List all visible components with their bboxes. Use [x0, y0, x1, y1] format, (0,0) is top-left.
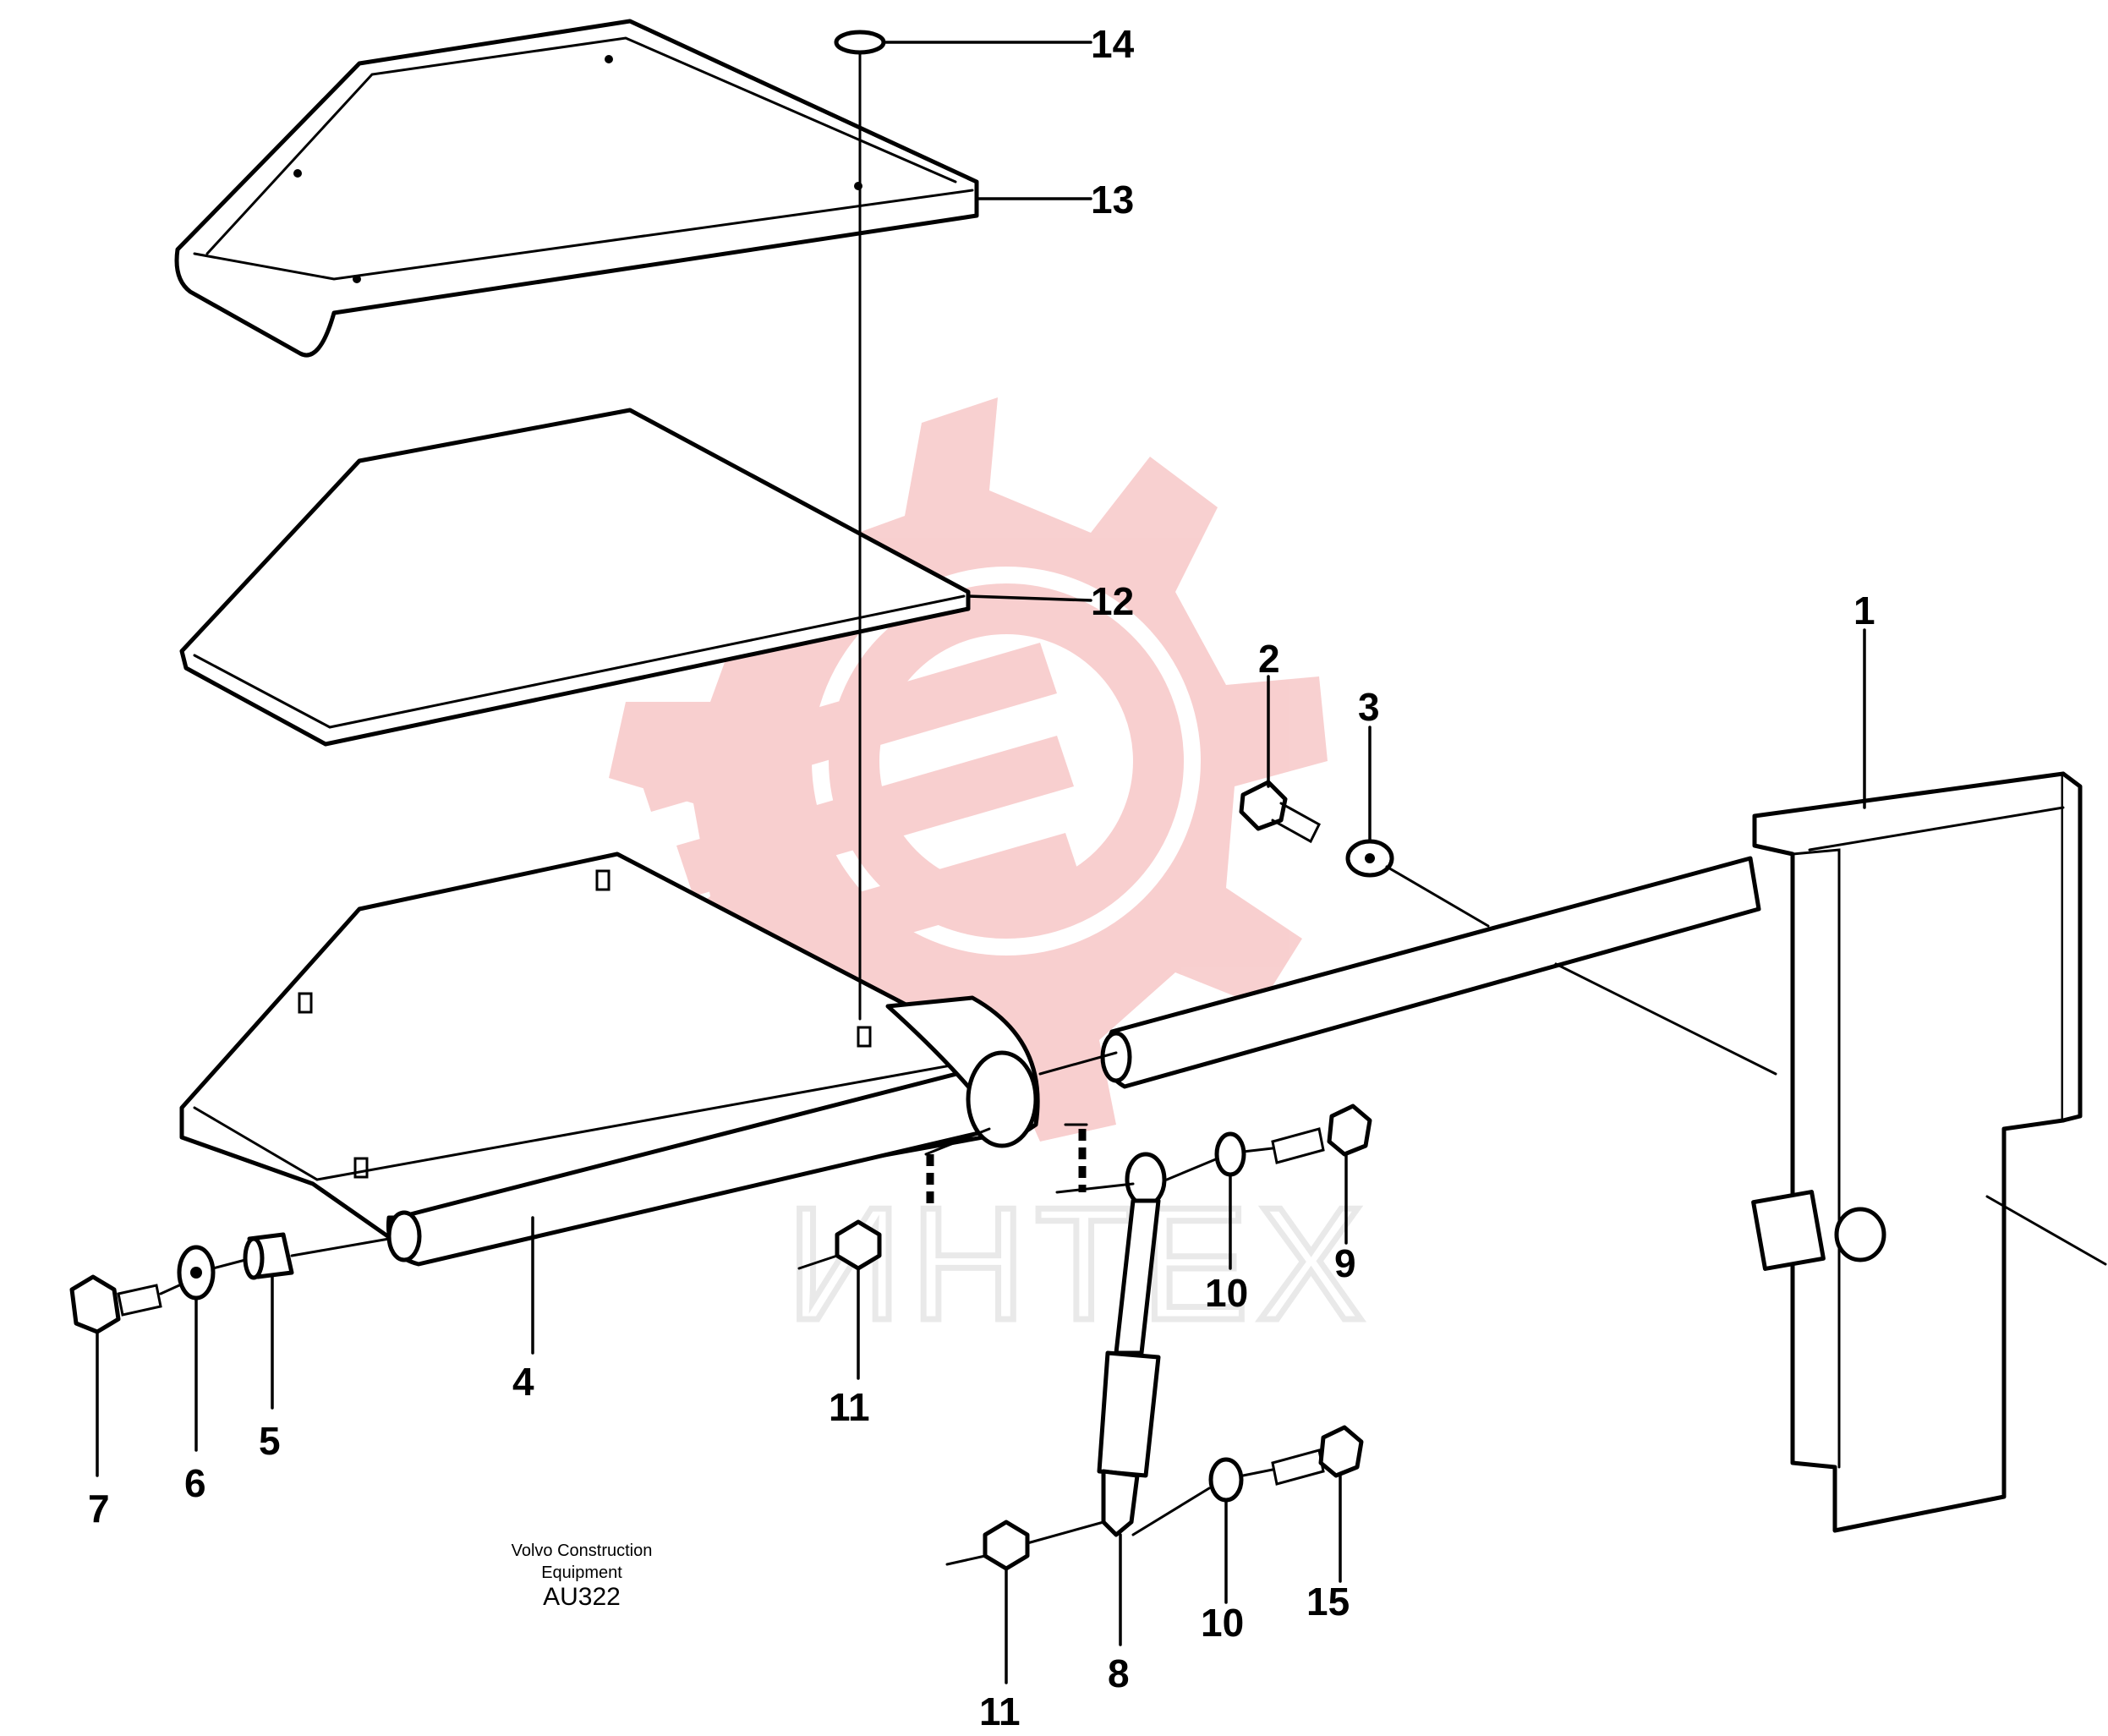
callout-15: 15 [1306, 1580, 1350, 1624]
part-13-cover-plate [174, 19, 979, 358]
callout-11-upper: 11 [829, 1385, 870, 1429]
part-12-plate [179, 408, 971, 747]
part-5-bushing [243, 1232, 294, 1280]
watermark-text: ИНТЕХ [786, 1175, 1372, 1354]
caption: Volvo Construction Equipment AU322 [512, 1542, 653, 1611]
part-4-frame [179, 852, 1040, 1267]
callout-6: 6 [184, 1461, 206, 1505]
part-9-bolt [1271, 1103, 1372, 1164]
leader-lines [96, 41, 1866, 1684]
callout-11-lower: 11 [979, 1689, 1021, 1733]
callout-13: 13 [1091, 178, 1134, 222]
callout-12: 12 [1091, 579, 1134, 623]
callout-8: 8 [1108, 1651, 1130, 1695]
part-7-bolt [69, 1274, 162, 1334]
part-8-gas-strut [1055, 1152, 1167, 1537]
caption-code: AU322 [543, 1583, 621, 1611]
callout-10-lower: 10 [1201, 1601, 1244, 1645]
callout-3: 3 [1358, 685, 1380, 729]
part-3-washer [1345, 839, 1394, 878]
part-2-bolt [1239, 780, 1321, 844]
callout-9: 9 [1334, 1241, 1356, 1285]
part-11-nut-upper [797, 1219, 882, 1271]
part-14-knob [834, 30, 886, 82]
callouts: 14 13 12 1 2 3 4 5 6 7 11 10 9 8 10 15 1… [88, 22, 1875, 1733]
caption-line-2: Equipment [541, 1563, 622, 1582]
callout-5: 5 [259, 1419, 281, 1463]
part-1-bracket [1554, 771, 2107, 1533]
part-10-washer-lower [1208, 1457, 1244, 1503]
part-15-bolt [1271, 1425, 1364, 1486]
callout-10-upper: 10 [1205, 1271, 1248, 1315]
part-11-nut-lower [945, 1520, 1105, 1571]
shaft [1038, 856, 1761, 1089]
callout-1: 1 [1853, 589, 1875, 633]
callout-2: 2 [1258, 637, 1280, 681]
spring-icon [298, 869, 872, 1179]
watermark-stripes [634, 643, 1082, 981]
callout-14: 14 [1091, 22, 1135, 66]
part-6-washer [177, 1245, 216, 1301]
part-10-washer-upper [1214, 1131, 1246, 1177]
callout-7: 7 [88, 1487, 110, 1531]
callout-4: 4 [512, 1360, 534, 1404]
caption-line-1: Volvo Construction [512, 1542, 653, 1560]
